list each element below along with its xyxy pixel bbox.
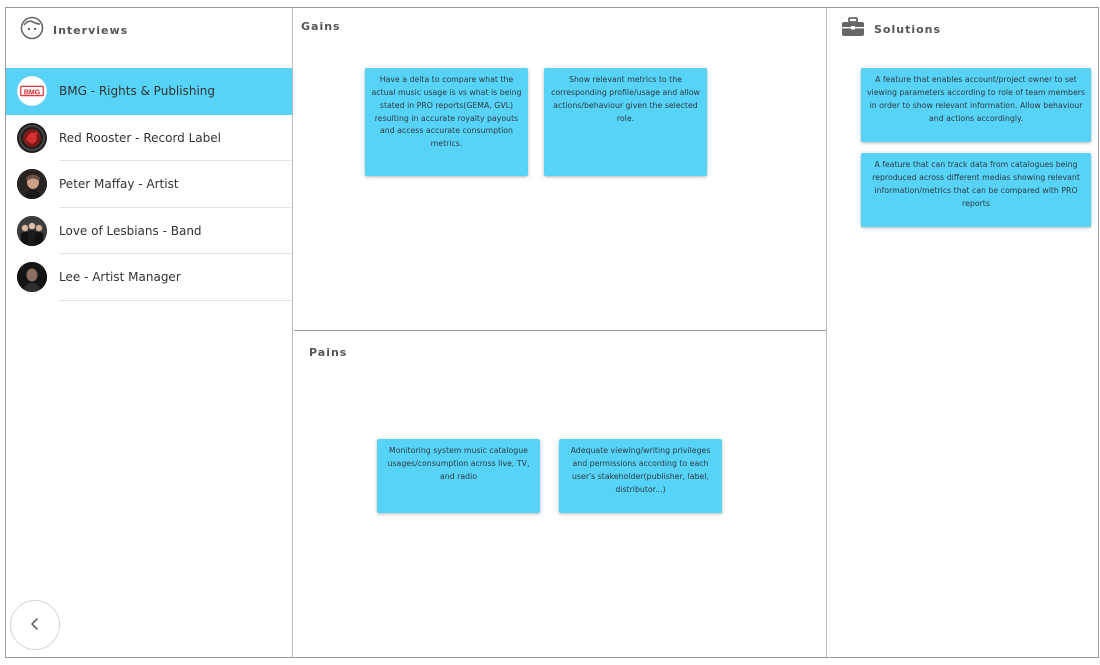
back-button[interactable] bbox=[10, 600, 60, 650]
avatar bbox=[17, 262, 47, 293]
interview-list: BMG BMG - Rights & Publishing Red Rooste… bbox=[6, 68, 292, 301]
gain-note[interactable]: Have a delta to compare what the actual … bbox=[365, 68, 528, 176]
pain-note[interactable]: Monitoring system music catalogue usages… bbox=[377, 439, 540, 513]
solutions-header: Solutions bbox=[841, 16, 941, 42]
pain-note[interactable]: Adequate viewing/writing privileges and … bbox=[559, 439, 722, 513]
gains-title: Gains bbox=[301, 20, 341, 33]
pains-header: Pains bbox=[309, 346, 347, 359]
interviews-sidebar: Interviews BMG BMG - Rights & Publishing bbox=[6, 8, 293, 657]
avatar: BMG bbox=[17, 76, 47, 107]
solution-note-text: A feature that can track data from catal… bbox=[872, 160, 1080, 208]
gains-header: Gains bbox=[301, 20, 341, 33]
pain-note-text: Adequate viewing/writing privileges and … bbox=[570, 446, 711, 494]
gain-note-text: Have a delta to compare what the actual … bbox=[371, 75, 522, 149]
solutions-panel: Solutions A feature that enables account… bbox=[826, 8, 1098, 657]
canvas-frame: Interviews BMG BMG - Rights & Publishing bbox=[5, 7, 1099, 658]
chevron-left-icon bbox=[28, 616, 42, 635]
face-icon bbox=[20, 16, 44, 44]
interview-item-red-rooster[interactable]: Red Rooster - Record Label bbox=[6, 115, 292, 161]
avatar bbox=[17, 215, 47, 246]
solution-note[interactable]: A feature that enables account/project o… bbox=[861, 68, 1091, 142]
avatar bbox=[17, 169, 47, 200]
divider bbox=[59, 253, 292, 254]
gain-note[interactable]: Show relevant metrics to the correspondi… bbox=[544, 68, 707, 176]
divider bbox=[59, 299, 292, 301]
interview-item-lee[interactable]: Lee - Artist Manager bbox=[6, 254, 292, 301]
interview-item-love-of-lesbians[interactable]: Love of Lesbians - Band bbox=[6, 208, 292, 254]
interview-label: Peter Maffay - Artist bbox=[59, 177, 179, 192]
pains-title: Pains bbox=[309, 346, 348, 359]
interview-item-peter-maffay[interactable]: Peter Maffay - Artist bbox=[6, 161, 292, 208]
divider bbox=[59, 160, 292, 161]
interviews-title: Interviews bbox=[53, 23, 129, 37]
interviews-header: Interviews bbox=[20, 16, 128, 44]
briefcase-icon bbox=[841, 16, 865, 42]
interview-item-bmg[interactable]: BMG BMG - Rights & Publishing bbox=[6, 68, 292, 115]
solution-note[interactable]: A feature that can track data from catal… bbox=[861, 153, 1091, 227]
solutions-title: Solutions bbox=[874, 22, 942, 36]
interview-label: BMG - Rights & Publishing bbox=[59, 84, 216, 99]
solution-note-text: A feature that enables account/project o… bbox=[866, 75, 1086, 123]
pains-panel: Pains Monitoring system music catalogue … bbox=[294, 332, 826, 657]
interview-label: Lee - Artist Manager bbox=[59, 270, 181, 285]
divider bbox=[59, 206, 292, 208]
interview-label: Red Rooster - Record Label bbox=[59, 130, 221, 145]
interview-label: Love of Lesbians - Band bbox=[59, 223, 202, 238]
avatar bbox=[17, 122, 47, 153]
gains-panel: Gains Have a delta to compare what the a… bbox=[294, 8, 826, 331]
pain-note-text: Monitoring system music catalogue usages… bbox=[387, 446, 530, 481]
avatar-logo-text: BMG bbox=[24, 90, 41, 97]
gain-note-text: Show relevant metrics to the correspondi… bbox=[551, 75, 700, 123]
